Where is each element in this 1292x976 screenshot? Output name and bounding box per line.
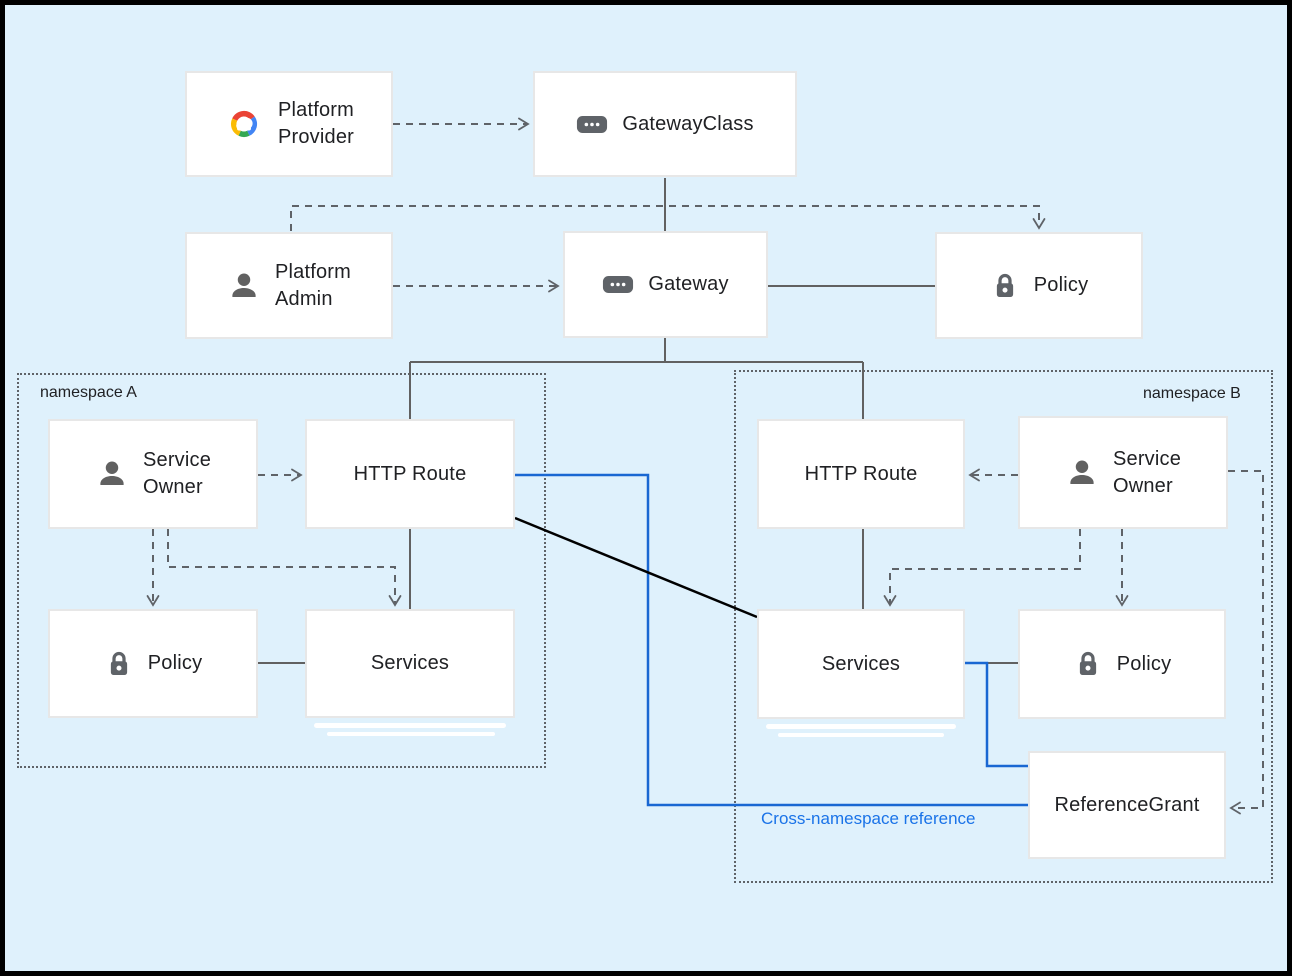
person-icon (95, 457, 129, 491)
node-http-route-a: HTTP Route (305, 419, 515, 529)
node-services-a: Services (305, 609, 515, 718)
node-platform-provider: Platform Provider (185, 71, 393, 177)
node-label: Policy (1033, 274, 1089, 296)
dashed-connectors (146, 117, 1264, 815)
node-label: ReferenceGrant (1054, 793, 1200, 816)
node-label: Policy (147, 652, 203, 674)
lock-icon (990, 271, 1020, 301)
namespace-b-label: namespace B (1143, 385, 1241, 402)
node-platform-admin: Platform Admin (185, 232, 393, 339)
node-label: GatewayClass (622, 112, 754, 135)
person-icon (227, 269, 261, 303)
node-policy-b: Policy (1018, 609, 1226, 719)
node-label: Services (370, 652, 450, 674)
node-label-line: Admin (274, 287, 333, 310)
cross-namespace-connectors (515, 473, 1028, 807)
node-reference-grant: ReferenceGrant (1028, 751, 1226, 859)
gateway-chip-icon (576, 115, 608, 134)
node-label-line: Service (1112, 447, 1182, 470)
node-policy-top: Policy (935, 232, 1143, 339)
services-a-stack-line (314, 723, 506, 728)
node-gateway-class: GatewayClass (533, 71, 797, 177)
services-a-stack-line (327, 732, 495, 736)
gateway-chip-icon (602, 275, 634, 294)
node-policy-a: Policy (48, 609, 258, 718)
namespace-b-container (734, 370, 1273, 883)
node-label-line: Owner (1112, 474, 1173, 497)
node-label: Services (821, 652, 901, 675)
direct-reference-line (514, 516, 758, 619)
node-label-line: Provider (277, 126, 355, 148)
connector-lines (146, 117, 1264, 815)
person-icon (1065, 456, 1099, 490)
services-b-stack-line (778, 733, 944, 737)
node-http-route-b: HTTP Route (757, 419, 965, 529)
namespace-a-label: namespace A (40, 384, 137, 401)
node-label-line: Owner (142, 476, 203, 498)
node-label-line: Platform (277, 99, 355, 121)
node-services-b: Services (757, 609, 965, 719)
node-service-owner-b: Service Owner (1018, 416, 1228, 529)
node-label-line: Platform (274, 260, 352, 283)
google-cloud-logo-icon (224, 107, 264, 141)
lock-icon (104, 649, 134, 679)
namespace-a-container (17, 373, 546, 768)
lock-icon (1073, 649, 1103, 679)
node-service-owner-a: Service Owner (48, 419, 258, 529)
cross-namespace-reference-label: Cross-namespace reference (761, 809, 976, 828)
node-label: Policy (1116, 652, 1172, 675)
node-label: Gateway (648, 273, 729, 295)
node-gateway: Gateway (563, 231, 768, 338)
services-b-stack-line (766, 724, 956, 729)
node-label: HTTP Route (353, 462, 467, 485)
node-label: HTTP Route (804, 462, 918, 485)
node-label-line: Service (142, 449, 212, 471)
